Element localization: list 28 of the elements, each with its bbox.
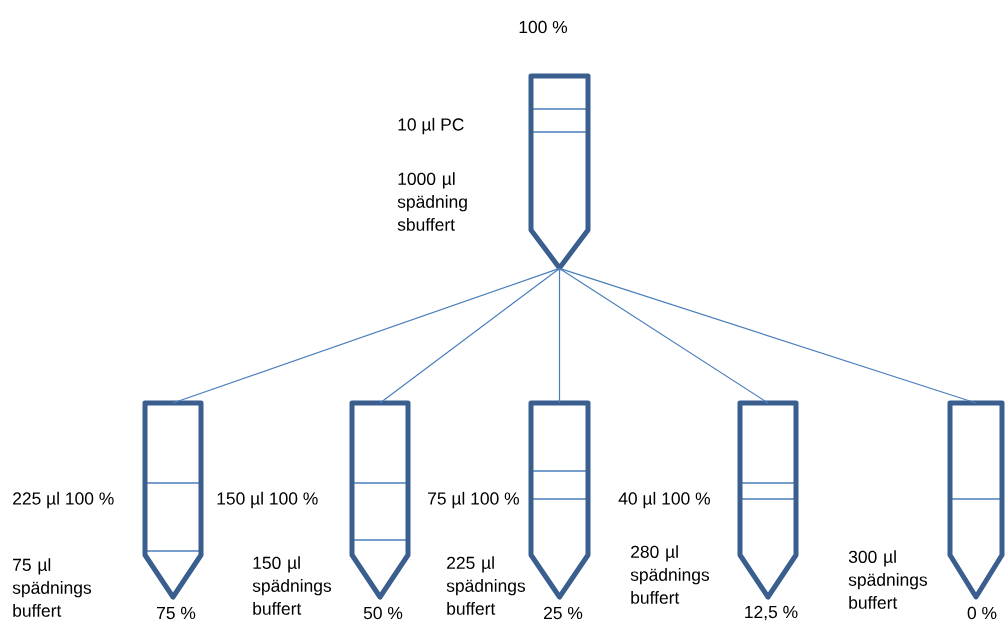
volume-label: 40 µl 100 % [618, 491, 710, 509]
connector-line [558, 267, 977, 404]
volume-label: 225 µl 100 % [13, 491, 114, 509]
buffer-label: 225 µl spädnings buffert [446, 556, 526, 615]
volume-label: 150 µl 100 % [217, 491, 318, 509]
connector-line [172, 267, 561, 404]
tube-drawing [142, 400, 204, 600]
connector-line [379, 267, 561, 404]
buffer-label: 1000 µl spädning sbuffert [397, 172, 467, 231]
buffer-label: 150 µl spädnings buffert [252, 556, 332, 615]
percent-label: 0 % [967, 606, 997, 620]
tube-drawing [528, 73, 591, 271]
percent-label: 75 % [157, 606, 196, 620]
tube-drawing [737, 400, 799, 600]
percent-label: 100 % [519, 20, 568, 34]
percent-label: 50 % [363, 606, 403, 620]
tube-drawing [947, 400, 1005, 600]
volume-label: 75 µl 100 % [428, 491, 519, 509]
buffer-label: 300 µl spädnings buffert [848, 550, 928, 609]
tube-drawing [528, 400, 591, 600]
tube-drawing [349, 400, 411, 600]
percent-label: 12,5 % [745, 605, 798, 621]
connector-line [558, 267, 561, 404]
buffer-label: 280 µl spädnings buffert [630, 545, 710, 604]
volume-label: 10 µl PC [398, 117, 464, 135]
buffer-label: 75 µl spädnings buffert [12, 558, 92, 617]
connector-line [558, 267, 769, 404]
percent-label: 25 % [544, 606, 583, 620]
